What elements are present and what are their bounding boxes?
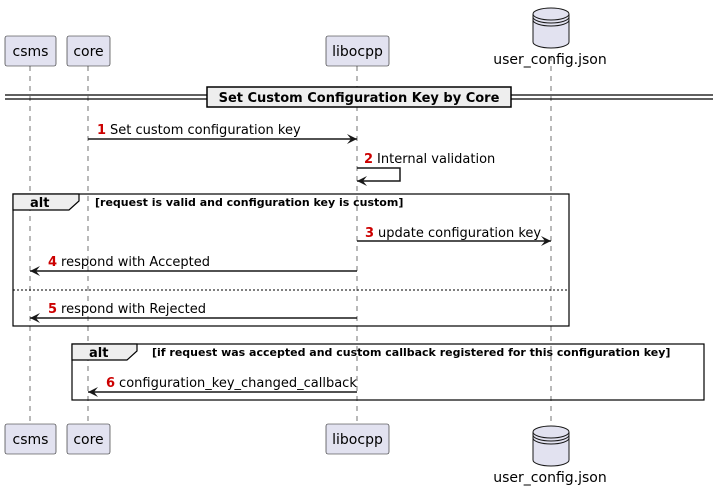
message-label: configuration_key_changed_callback bbox=[119, 376, 357, 391]
participant-libocpp-label: libocpp bbox=[332, 432, 383, 448]
message-label: Set custom configuration key bbox=[110, 123, 301, 138]
message-number: 5 bbox=[48, 302, 57, 317]
participant-csms-label: csms bbox=[13, 44, 49, 60]
database-icon bbox=[532, 425, 570, 467]
section-title: Set Custom Configuration Key by Core bbox=[219, 91, 500, 106]
message-number: 3 bbox=[365, 226, 374, 241]
participant-libocpp-top: libocpp bbox=[325, 35, 390, 67]
participant-user-config-bottom: user_config.json bbox=[493, 425, 607, 486]
participant-libocpp-bottom: libocpp bbox=[325, 423, 390, 455]
message-label: respond with Rejected bbox=[61, 302, 206, 317]
fragment-guard: [request is valid and configuration key … bbox=[95, 196, 403, 209]
alt-fragment-2: alt [if request was accepted and custom … bbox=[71, 343, 705, 401]
message-5: 5 respond with Rejected bbox=[30, 302, 357, 323]
message-number: 2 bbox=[364, 152, 373, 167]
participant-core-label: core bbox=[73, 44, 103, 60]
participant-core-label: core bbox=[73, 432, 103, 448]
section-divider: Set Custom Configuration Key by Core bbox=[5, 86, 713, 108]
alt-fragment-1: alt [request is valid and configuration … bbox=[12, 193, 570, 327]
participant-core-bottom: core bbox=[66, 423, 111, 455]
message-number: 1 bbox=[97, 123, 106, 138]
participant-user-config-label: user_config.json bbox=[493, 52, 606, 68]
fragment-label: alt bbox=[89, 346, 108, 361]
message-3: 3 update configuration key bbox=[357, 226, 551, 246]
message-1: 1 Set custom configuration key bbox=[88, 123, 357, 144]
participant-libocpp-label: libocpp bbox=[332, 44, 383, 60]
message-number: 4 bbox=[48, 255, 57, 270]
database-icon bbox=[532, 7, 570, 49]
fragment-label: alt bbox=[30, 196, 49, 211]
participant-csms-bottom: csms bbox=[4, 423, 57, 455]
message-label: respond with Accepted bbox=[61, 255, 210, 270]
fragment-guard: [if request was accepted and custom call… bbox=[152, 346, 670, 359]
message-4: 4 respond with Accepted bbox=[30, 255, 357, 276]
message-number: 6 bbox=[106, 376, 115, 391]
message-2: 2 Internal validation bbox=[357, 152, 495, 186]
message-6: 6 configuration_key_changed_callback bbox=[88, 376, 357, 397]
participant-user-config-label: user_config.json bbox=[493, 470, 606, 486]
message-label: update configuration key bbox=[378, 226, 541, 241]
message-label: Internal validation bbox=[377, 152, 495, 167]
participant-csms-top: csms bbox=[4, 35, 57, 67]
participant-user-config-top: user_config.json bbox=[493, 7, 607, 68]
participant-core-top: core bbox=[66, 35, 111, 67]
participant-csms-label: csms bbox=[13, 432, 49, 448]
